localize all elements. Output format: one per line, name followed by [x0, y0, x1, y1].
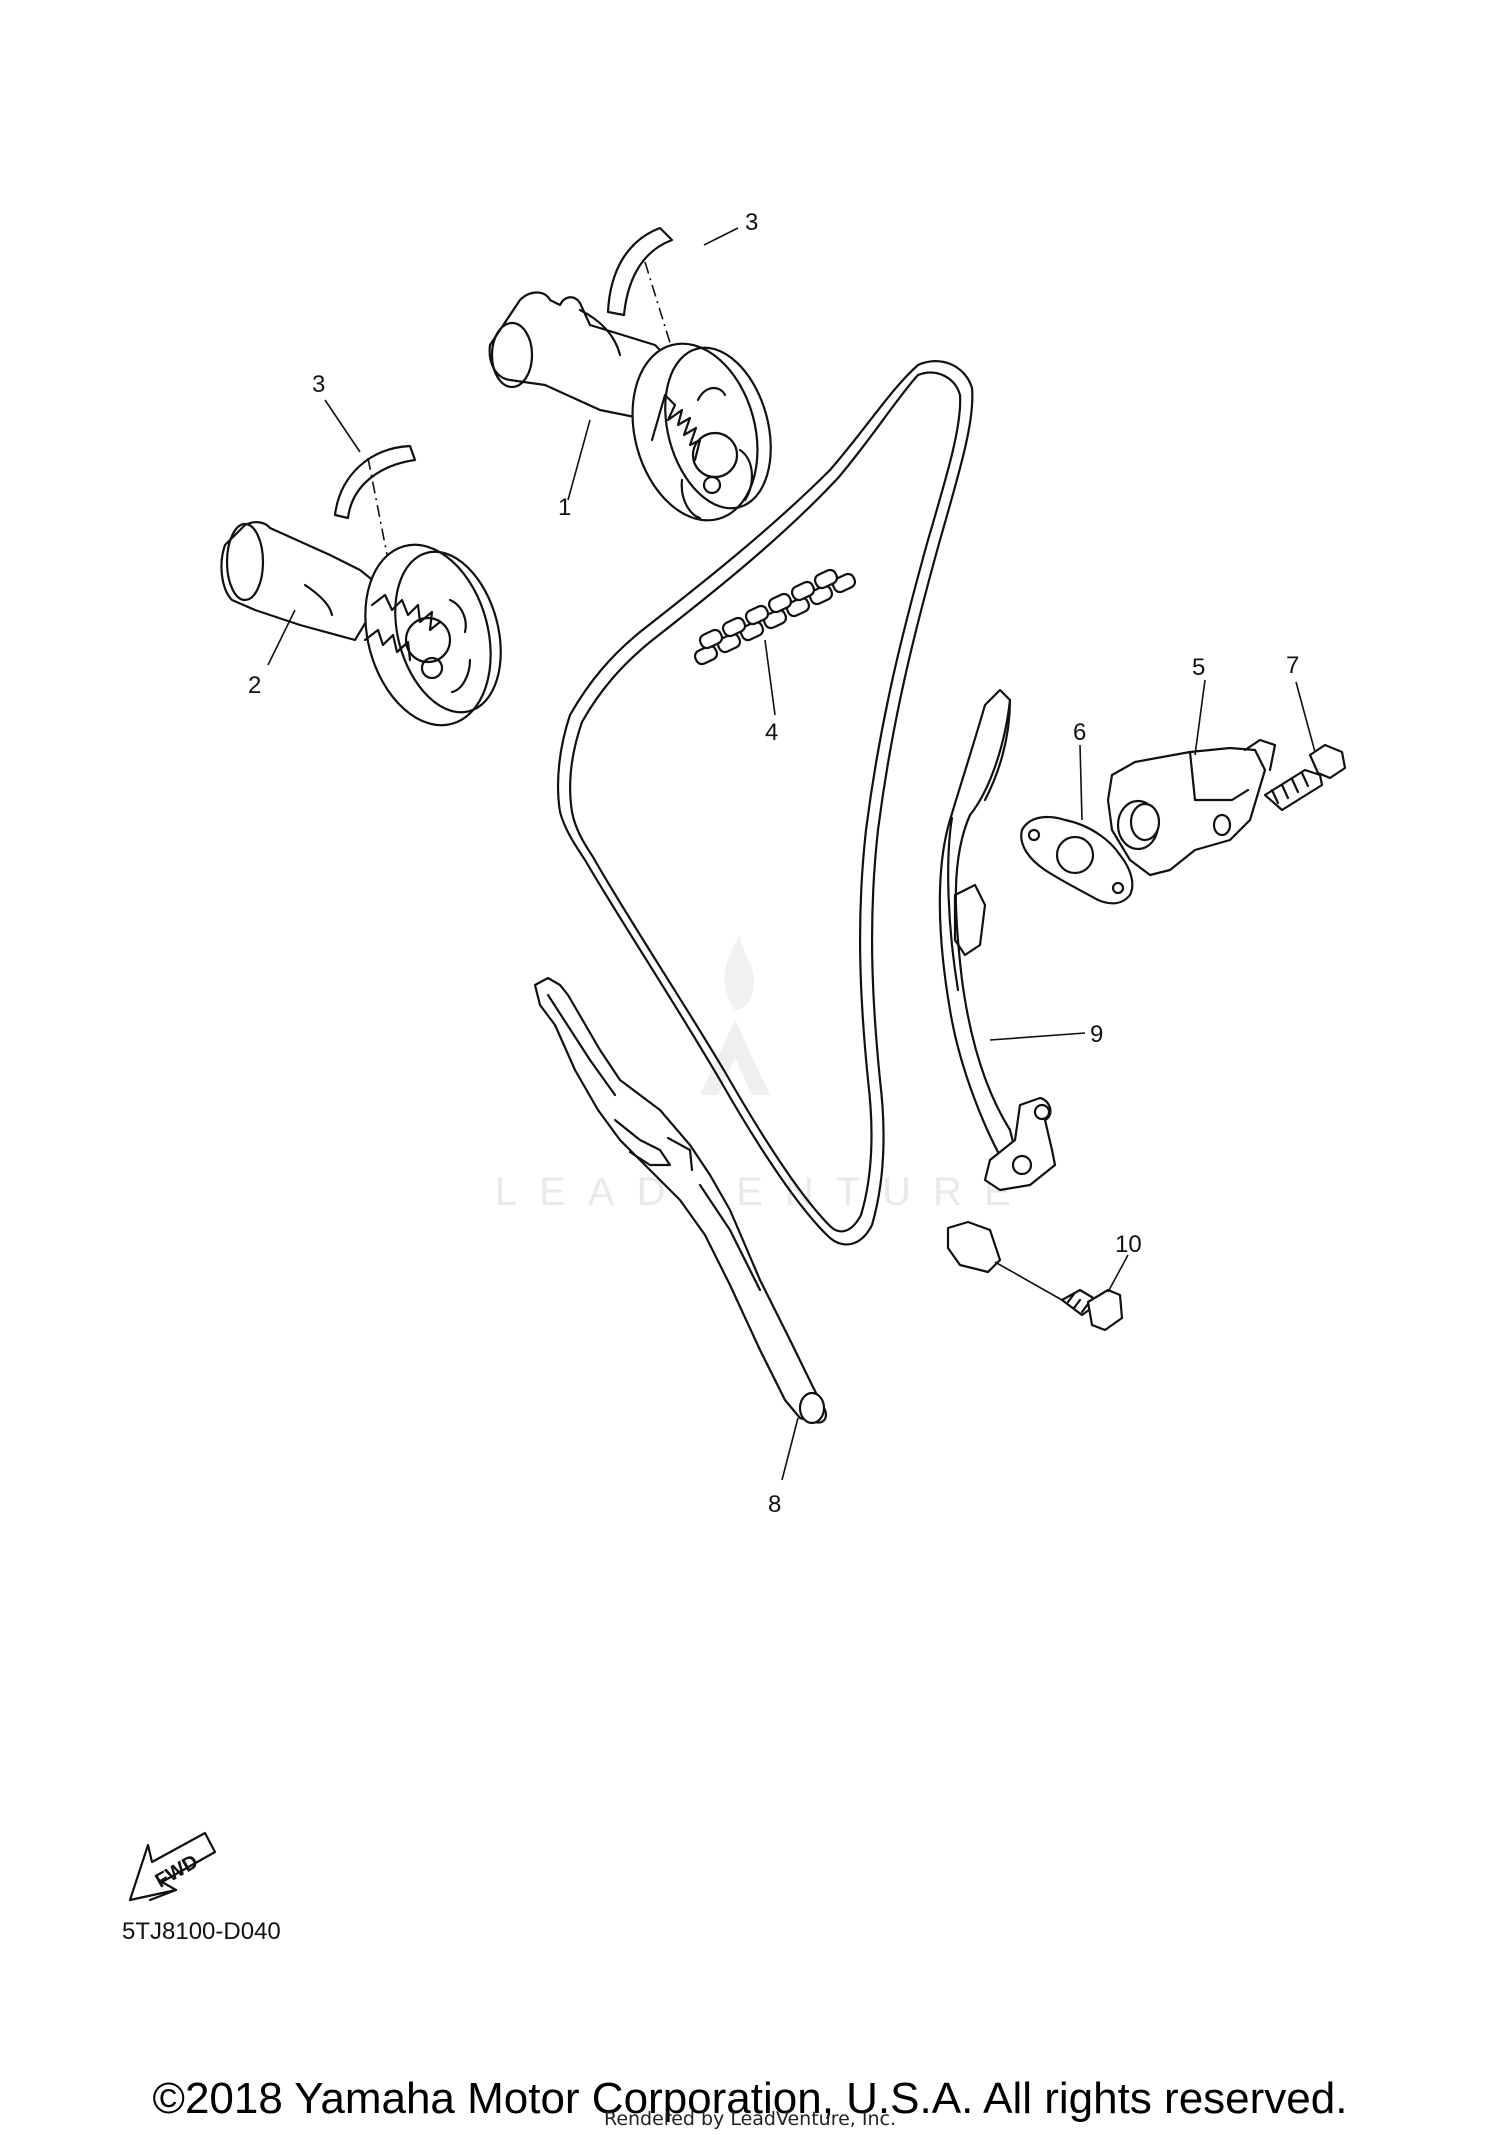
- callout-9: 9: [1090, 1021, 1103, 1048]
- part-9-tensioner-guide: 9: [938, 688, 1103, 1274]
- part-1-camshaft: 1: [488, 291, 772, 522]
- part-6-gasket: 6: [1020, 719, 1134, 905]
- part-5-tensioner: 5: [1106, 654, 1277, 877]
- callout-1: 1: [558, 494, 571, 521]
- callout-8: 8: [768, 1491, 781, 1518]
- part-2-camshaft: 2: [220, 521, 502, 727]
- callout-5: 5: [1192, 654, 1205, 681]
- callout-3-lower: 3: [312, 371, 325, 398]
- watermark: LEADVENTURE: [495, 935, 1033, 1214]
- diagram-code: 5TJ8100-D040: [122, 1918, 281, 1945]
- copyright-notice: ©2018 Yamaha Motor Corporation, U.S.A. A…: [152, 2074, 1348, 2123]
- forward-arrow-icon: FWD: [128, 1831, 217, 1902]
- callout-4: 4: [765, 719, 778, 746]
- chain-links: [693, 568, 857, 666]
- watermark-text: LEADVENTURE: [495, 1170, 1033, 1214]
- watermark-logo-icon: [700, 1020, 770, 1095]
- part-7-bolt: 7: [1263, 652, 1347, 812]
- callout-2: 2: [248, 672, 261, 699]
- part-10-bolt: 10: [994, 1231, 1142, 1332]
- part-8-chain-guide: 8: [533, 976, 828, 1518]
- callout-10: 10: [1115, 1231, 1142, 1258]
- callout-7: 7: [1286, 652, 1299, 679]
- watermark-flame-icon: [724, 935, 755, 1010]
- part-4-timing-chain: 4: [556, 360, 974, 1246]
- callout-6: 6: [1073, 719, 1086, 746]
- callout-3-upper: 3: [745, 209, 758, 236]
- rendered-by-notice: Rendered by LeadVenture, Inc.: [603, 2108, 897, 2130]
